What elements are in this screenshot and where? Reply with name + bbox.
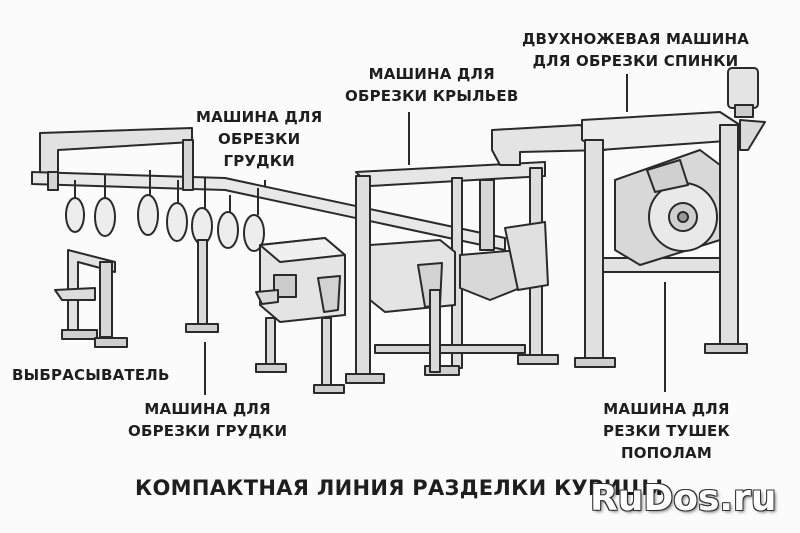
label-back-trimming: ДВУХНОЖЕВАЯ МАШИНА ДЛЯ ОБРЕЗКИ СПИНКИ — [522, 28, 749, 72]
label-line: ОБРЕЗКИ КРЫЛЬЕВ — [345, 87, 519, 105]
ejector-machine — [54, 249, 128, 348]
label-line: ДЛЯ ОБРЕЗКИ СПИНКИ — [532, 52, 739, 70]
shackles-with-carcasses — [65, 170, 265, 252]
carcass-shackle — [94, 175, 116, 237]
watermark-logo: RuDos.ru — [590, 478, 777, 519]
overhead-conveyor — [31, 127, 506, 251]
label-line: ДВУХНОЖЕВАЯ МАШИНА — [522, 30, 750, 48]
carcass-shackle — [166, 180, 188, 242]
breast-trimming-machine — [255, 237, 346, 394]
leader-lines — [204, 74, 666, 395]
breast-trimmer-post — [185, 239, 219, 333]
label-line: РЕЗКИ ТУШЕК — [603, 422, 730, 440]
label-ejector: ВЫБРАСЫВАТЕЛЬ — [12, 364, 170, 386]
label-line: ОБРЕЗКИ — [218, 130, 301, 148]
carcass-shackle — [65, 180, 85, 233]
label-line: ГРУДКИ — [223, 152, 295, 170]
label-wing-trimming: МАШИНА ДЛЯ ОБРЕЗКИ КРЫЛЬЕВ — [345, 63, 519, 107]
label-line: ВЫБРАСЫВАТЕЛЬ — [12, 366, 170, 384]
label-line: ПОПОЛАМ — [620, 444, 712, 462]
diagram-title: КОМПАКТНАЯ ЛИНИЯ РАЗДЕЛКИ КУРИЦЫ — [135, 476, 664, 500]
carcass-shackle — [137, 170, 159, 236]
label-line: МАШИНА ДЛЯ — [196, 108, 323, 126]
label-breast-trimming-top: МАШИНА ДЛЯ ОБРЕЗКИ ГРУДКИ — [196, 106, 322, 172]
label-line: ОБРЕЗКИ ГРУДКИ — [128, 422, 288, 440]
carcass-shackle — [243, 188, 265, 252]
label-line: МАШИНА ДЛЯ — [603, 400, 730, 418]
label-line: МАШИНА ДЛЯ — [144, 400, 271, 418]
carcass-shackle — [217, 195, 239, 249]
label-breast-trimming-bottom: МАШИНА ДЛЯ ОБРЕЗКИ ГРУДКИ — [128, 398, 287, 442]
wing-trimming-machine — [345, 161, 559, 384]
label-line: МАШИНА ДЛЯ — [368, 65, 495, 83]
label-carcass-halving: МАШИНА ДЛЯ РЕЗКИ ТУШЕК ПОПОЛАМ — [603, 398, 730, 464]
back-trimming-machine — [574, 67, 766, 368]
carcass-shackle — [191, 178, 213, 245]
